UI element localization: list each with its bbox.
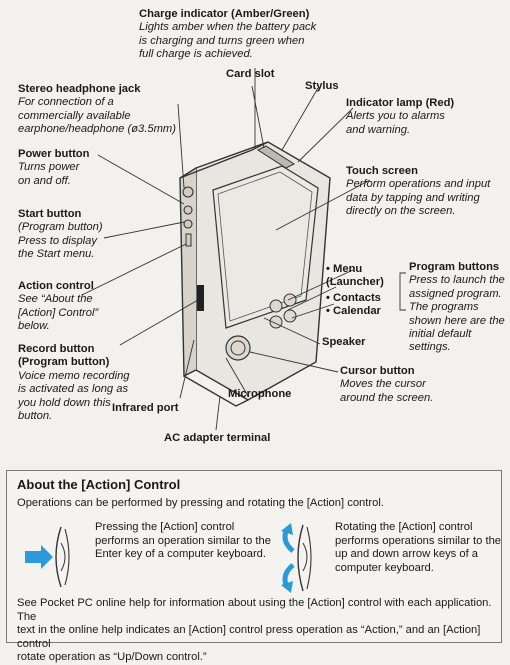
contacts-title: • Contacts: [326, 292, 381, 304]
label-charge-indicator: Charge indicator (Amber/Green) Lights am…: [139, 8, 316, 62]
device-diagram: [81, 68, 406, 431]
action-control-desc: See “About the [Action] Control” below.: [18, 293, 99, 333]
touch-screen-title: Touch screen: [346, 165, 418, 177]
label-touch-screen: Touch screen Perform operations and inpu…: [346, 165, 490, 219]
charge-indicator-desc: Lights amber when the battery pack is ch…: [139, 21, 317, 61]
label-start-button: Start button (Program button) Press to d…: [18, 208, 103, 262]
label-speaker: Speaker: [322, 336, 366, 349]
touch-screen-desc: Perform operations and input data by tap…: [346, 178, 491, 218]
label-cursor-button: Cursor button Moves the cursor around th…: [340, 365, 433, 405]
speaker-title: Speaker: [322, 336, 366, 348]
press-arrow-icon: [25, 545, 53, 569]
indicator-lamp-title: Indicator lamp (Red): [346, 97, 455, 109]
ac-adapter-title: AC adapter terminal: [164, 432, 271, 444]
program-buttons-desc: Press to launch the assigned program. Th…: [409, 274, 505, 354]
label-action-control: Action control See “About the [Action] C…: [18, 280, 98, 334]
start-button-title: Start button: [18, 208, 82, 220]
label-menu-launcher: • Menu (Launcher): [326, 263, 384, 290]
headphone-jack-desc: For connection of a commercially availab…: [18, 96, 176, 136]
cursor-button-title: Cursor button: [340, 365, 415, 377]
label-infrared-port: Infrared port: [112, 402, 179, 415]
calendar-title: • Calendar: [326, 305, 381, 317]
about-box-intro: Operations can be performed by pressing …: [17, 497, 384, 509]
cursor-button-desc: Moves the cursor around the screen.: [340, 378, 434, 404]
press-diagram: [25, 526, 70, 588]
about-action-control-box: About the [Action] Control Operations ca…: [6, 470, 502, 663]
label-stylus: Stylus: [305, 80, 339, 93]
record-button-desc: Voice memo recording is activated as lon…: [18, 369, 130, 423]
start-button-desc: (Program button) Press to display the St…: [18, 221, 103, 261]
indicator-lamp-desc: Alerts you to alarms and warning.: [346, 110, 445, 136]
microphone-title: Microphone: [228, 388, 292, 400]
leader-lines: [81, 68, 406, 431]
label-power-button: Power button Turns power on and off.: [18, 148, 89, 188]
charge-indicator-title: Charge indicator (Amber/Green): [139, 8, 310, 20]
record-button-title: Record button (Program button): [18, 343, 110, 369]
label-headphone-jack: Stereo headphone jack For connection of …: [18, 83, 176, 137]
about-box-title: About the [Action] Control: [17, 477, 181, 492]
label-calendar: • Calendar: [326, 305, 381, 318]
label-record-button: Record button (Program button) Voice mem…: [18, 343, 130, 423]
label-card-slot: Card slot: [226, 68, 275, 81]
label-microphone: Microphone: [228, 388, 291, 401]
menu-launcher-title: • Menu (Launcher): [326, 263, 384, 289]
label-contacts: • Contacts: [326, 292, 381, 305]
label-indicator-lamp: Indicator lamp (Red) Alerts you to alarm…: [346, 97, 454, 137]
label-ac-adapter: AC adapter terminal: [164, 432, 270, 445]
rotate-diagram: [281, 523, 312, 593]
power-button-desc: Turns power on and off.: [18, 161, 80, 187]
pocket-pc-device: [179, 141, 331, 407]
action-control-title: Action control: [18, 280, 94, 292]
rotate-text: Rotating the [Action] control performs o…: [335, 521, 502, 574]
press-text: Pressing the [Action] control performs a…: [95, 521, 271, 561]
headphone-jack-title: Stereo headphone jack: [18, 83, 141, 95]
card-slot-title: Card slot: [226, 68, 275, 80]
program-buttons-title: Program buttons: [409, 261, 500, 273]
power-button-title: Power button: [18, 148, 90, 160]
label-program-buttons: Program buttons Press to launch the assi…: [409, 261, 505, 355]
stylus-title: Stylus: [305, 80, 339, 92]
about-box-footer: See Pocket PC online help for informatio…: [17, 597, 492, 664]
infrared-port-title: Infrared port: [112, 402, 179, 414]
